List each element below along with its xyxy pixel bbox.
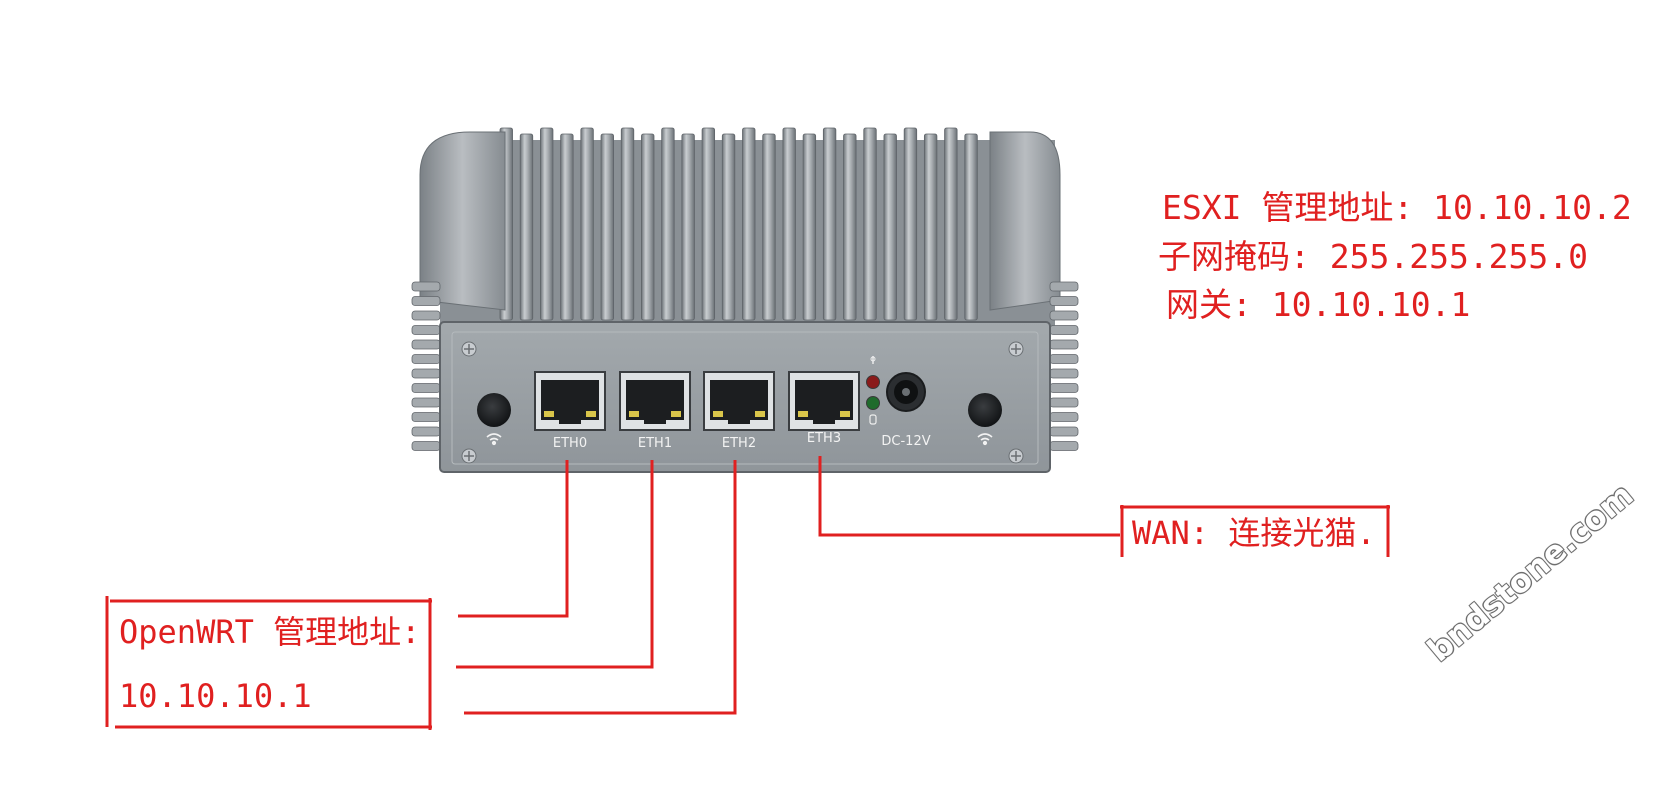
heatsink-fin [923, 133, 938, 321]
esxi-address-text: ESXI 管理地址: 10.10.10.2 [1162, 188, 1632, 227]
side-fin [411, 368, 441, 379]
power-label: DC-12V [881, 434, 930, 449]
openwrt-address-label: OpenWRT 管理地址: [119, 613, 421, 651]
side-fin [411, 354, 441, 364]
heatsink-fin [822, 127, 837, 321]
eth1-connector-line [456, 460, 654, 669]
heatsink-fin [802, 133, 817, 321]
rj45-port-icon[interactable] [703, 371, 775, 431]
side-fin [1049, 354, 1079, 364]
port-label-eth0: ETH0 [553, 436, 587, 451]
eth3-connector-line [818, 456, 1120, 537]
side-fin [1049, 339, 1079, 350]
heatsink-fin [762, 133, 776, 321]
antenna-hole [968, 393, 1002, 427]
rj45-port-icon[interactable] [534, 371, 606, 431]
eth0-connector-line [458, 460, 569, 618]
rj45-port-icon[interactable] [619, 371, 691, 431]
heatsink-fin [721, 133, 736, 321]
side-fin [1049, 383, 1079, 393]
side-fin [411, 441, 441, 451]
side-fin [1049, 412, 1079, 422]
dc-jack-icon [886, 372, 926, 412]
screw-icon [1008, 341, 1024, 357]
front-panel: ETH0 ETH1 ETH2 ETH3 DC-12V [439, 321, 1051, 473]
heatsink-fin [580, 127, 594, 321]
heatsink-fin [560, 133, 574, 321]
heatsink-fin [964, 133, 978, 321]
esxi-gateway-text: 网关: 10.10.10.1 [1166, 285, 1471, 324]
heatsink-fin [540, 127, 554, 321]
side-fin [411, 281, 441, 292]
port-label-eth3: ETH3 [807, 431, 841, 446]
heatsink-fin [843, 133, 857, 321]
heatsink-fin [600, 133, 614, 321]
side-fin [1049, 397, 1079, 408]
eth2-connector-line [464, 460, 737, 715]
heatsink-fin [620, 127, 635, 321]
wifi-icon [977, 433, 993, 446]
side-fin [411, 296, 441, 306]
side-fin [1049, 368, 1079, 379]
openwrt-ip-text: 10.10.10.1 [119, 677, 312, 715]
side-fin [411, 412, 441, 422]
heatsink-fin [782, 127, 796, 321]
antenna-hole [477, 393, 511, 427]
port-label-eth1: ETH1 [638, 436, 672, 451]
side-fin [1049, 281, 1079, 292]
side-fin [411, 339, 441, 350]
connector-lines [105, 456, 1390, 730]
esxi-subnet-text: 子网掩码: 255.255.255.0 [1158, 237, 1589, 276]
port-label-eth2: ETH2 [722, 436, 756, 451]
side-fin [411, 426, 441, 437]
side-fin [1049, 310, 1079, 321]
screw-icon [461, 341, 477, 357]
heatsink-fin [742, 127, 756, 321]
heatsink-fin [903, 127, 918, 321]
power-led-icon [866, 356, 880, 389]
side-fin [411, 383, 441, 393]
wifi-icon [486, 433, 502, 446]
side-fin [1049, 325, 1079, 335]
rj45-port-icon[interactable] [788, 371, 860, 431]
side-fin [1049, 296, 1079, 306]
wan-label: WAN: 连接光猫. [1132, 514, 1376, 552]
disk-led-icon [866, 396, 880, 425]
side-fin [411, 397, 441, 408]
side-fin [1049, 441, 1079, 451]
side-fin [411, 310, 441, 321]
screw-icon [1008, 448, 1024, 464]
side-fin [1049, 426, 1079, 437]
side-fin [411, 325, 441, 335]
heatsink-top [419, 127, 1061, 330]
heatsink-fin [681, 133, 695, 321]
heatsink-fin [883, 133, 897, 321]
heatsink-fin [944, 127, 958, 321]
heatsink-fin [863, 127, 877, 321]
heatsink-fin [701, 127, 716, 321]
screw-icon [461, 448, 477, 464]
heatsink-fin [661, 127, 675, 321]
heatsink-fin [641, 133, 655, 321]
heatsink-fin [519, 133, 534, 321]
